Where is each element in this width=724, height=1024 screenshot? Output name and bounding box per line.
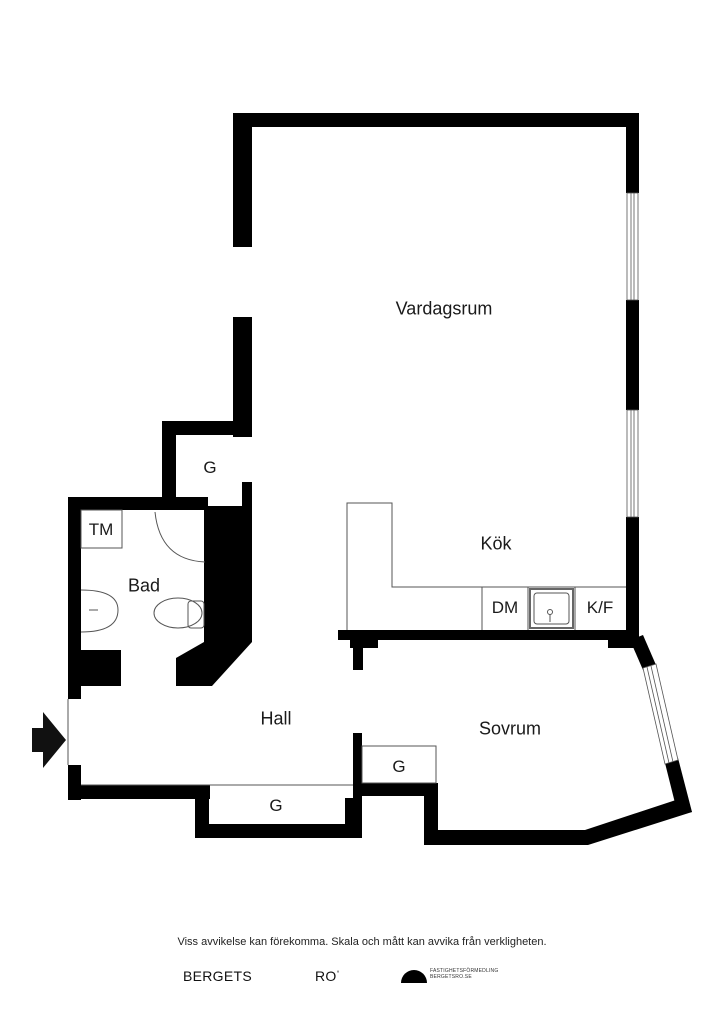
brand-ro-text: RO	[315, 968, 337, 984]
fixture-label-dm: DM	[491, 598, 519, 617]
brand-tagline: FASTIGHETSFÖRMEDLING BERGETSRO.SE	[430, 968, 498, 980]
fixtures-lines	[67, 502, 626, 786]
room-label-bad: Bad	[127, 575, 161, 596]
room-label-kok: Kök	[480, 533, 512, 554]
brand-ro: RO°	[315, 968, 340, 984]
room-label-hall: Hall	[260, 708, 292, 729]
walls	[68, 113, 692, 845]
fixture-label-tm: TM	[88, 520, 114, 539]
room-label-garderob-top: G	[203, 458, 217, 477]
room-label-garderob-hall: G	[269, 796, 283, 815]
brand-bergets: BERGETS	[183, 968, 253, 984]
brand-tagline-line1: FASTIGHETSFÖRMEDLING	[430, 968, 499, 974]
room-label-sovrum: Sovrum	[478, 718, 542, 739]
brand-logo-icon	[401, 970, 427, 983]
room-label-vardagsrum: Vardagsrum	[395, 298, 493, 319]
room-label-garderob-sovrum: G	[392, 757, 406, 776]
brand-ro-mark: °	[336, 970, 340, 978]
entrance-arrow-icon	[32, 712, 66, 768]
windows	[626, 192, 679, 765]
disclaimer-text: Viss avvikelse kan förekomma. Skala och …	[177, 936, 547, 948]
fixture-label-kf: K/F	[586, 598, 614, 617]
brand-tagline-line2: BERGETSRO.SE	[430, 974, 472, 980]
